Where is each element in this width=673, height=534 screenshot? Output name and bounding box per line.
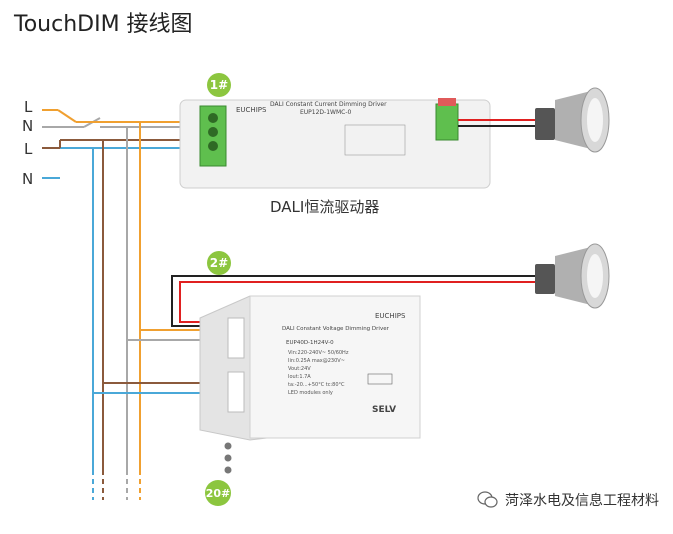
driver2-spec-5: LED modules only: [288, 390, 333, 396]
driver1: EUCHIPS DALI Constant Current Dimming Dr…: [179, 98, 491, 189]
page-title: TouchDIM 接线图: [14, 12, 193, 37]
badge-driver-2: 2#: [207, 251, 231, 275]
line-label-N1: N: [22, 117, 34, 135]
driver2: EUCHIPS DALI Constant Voltage Dimming Dr…: [199, 295, 421, 441]
driver2-spec-0: Vin:220-240V~ 50/60Hz: [288, 350, 349, 356]
dali-driver-caption: DALI恒流驱动器: [270, 198, 380, 216]
line-label-N2: N: [22, 170, 34, 188]
badge-driver-20: 20#: [205, 480, 231, 506]
watermark: 菏泽水电及信息工程材料: [477, 490, 659, 510]
driver2-name: DALI Constant Voltage Dimming Driver: [282, 326, 390, 332]
mains-bus-vertical: [92, 122, 141, 500]
badge-driver-1: 1#: [207, 73, 231, 97]
wechat-icon: [477, 491, 499, 509]
lamp2: [535, 243, 610, 309]
watermark-text: 菏泽水电及信息工程材料: [505, 493, 659, 509]
lamp1-wires: [458, 119, 540, 127]
driver2-spec-2: Vout:24V: [288, 366, 311, 372]
driver2-spec-4: ta:-20...+50°C tc:80°C: [288, 382, 345, 388]
mains-switch-lines: [42, 109, 101, 179]
line-label-L1: L: [24, 98, 33, 116]
more-drivers-dots: [224, 442, 232, 474]
driver1-name: DALI Constant Current Dimming Driver: [270, 101, 387, 108]
line-label-L2: L: [24, 140, 33, 158]
driver2-model: EUP40D-1H24V-0: [286, 340, 334, 346]
driver1-brand: EUCHIPS: [236, 106, 267, 114]
driver2-spec-1: Iin:0.25A max@230V~: [288, 358, 345, 364]
lamp1: [535, 87, 610, 153]
driver2-brand: EUCHIPS: [375, 312, 406, 320]
driver1-model: EUP12D-1WMC-0: [300, 109, 352, 116]
driver2-spec-3: Iout:1.7A: [288, 374, 311, 380]
driver2-selv: SELV: [372, 405, 396, 415]
